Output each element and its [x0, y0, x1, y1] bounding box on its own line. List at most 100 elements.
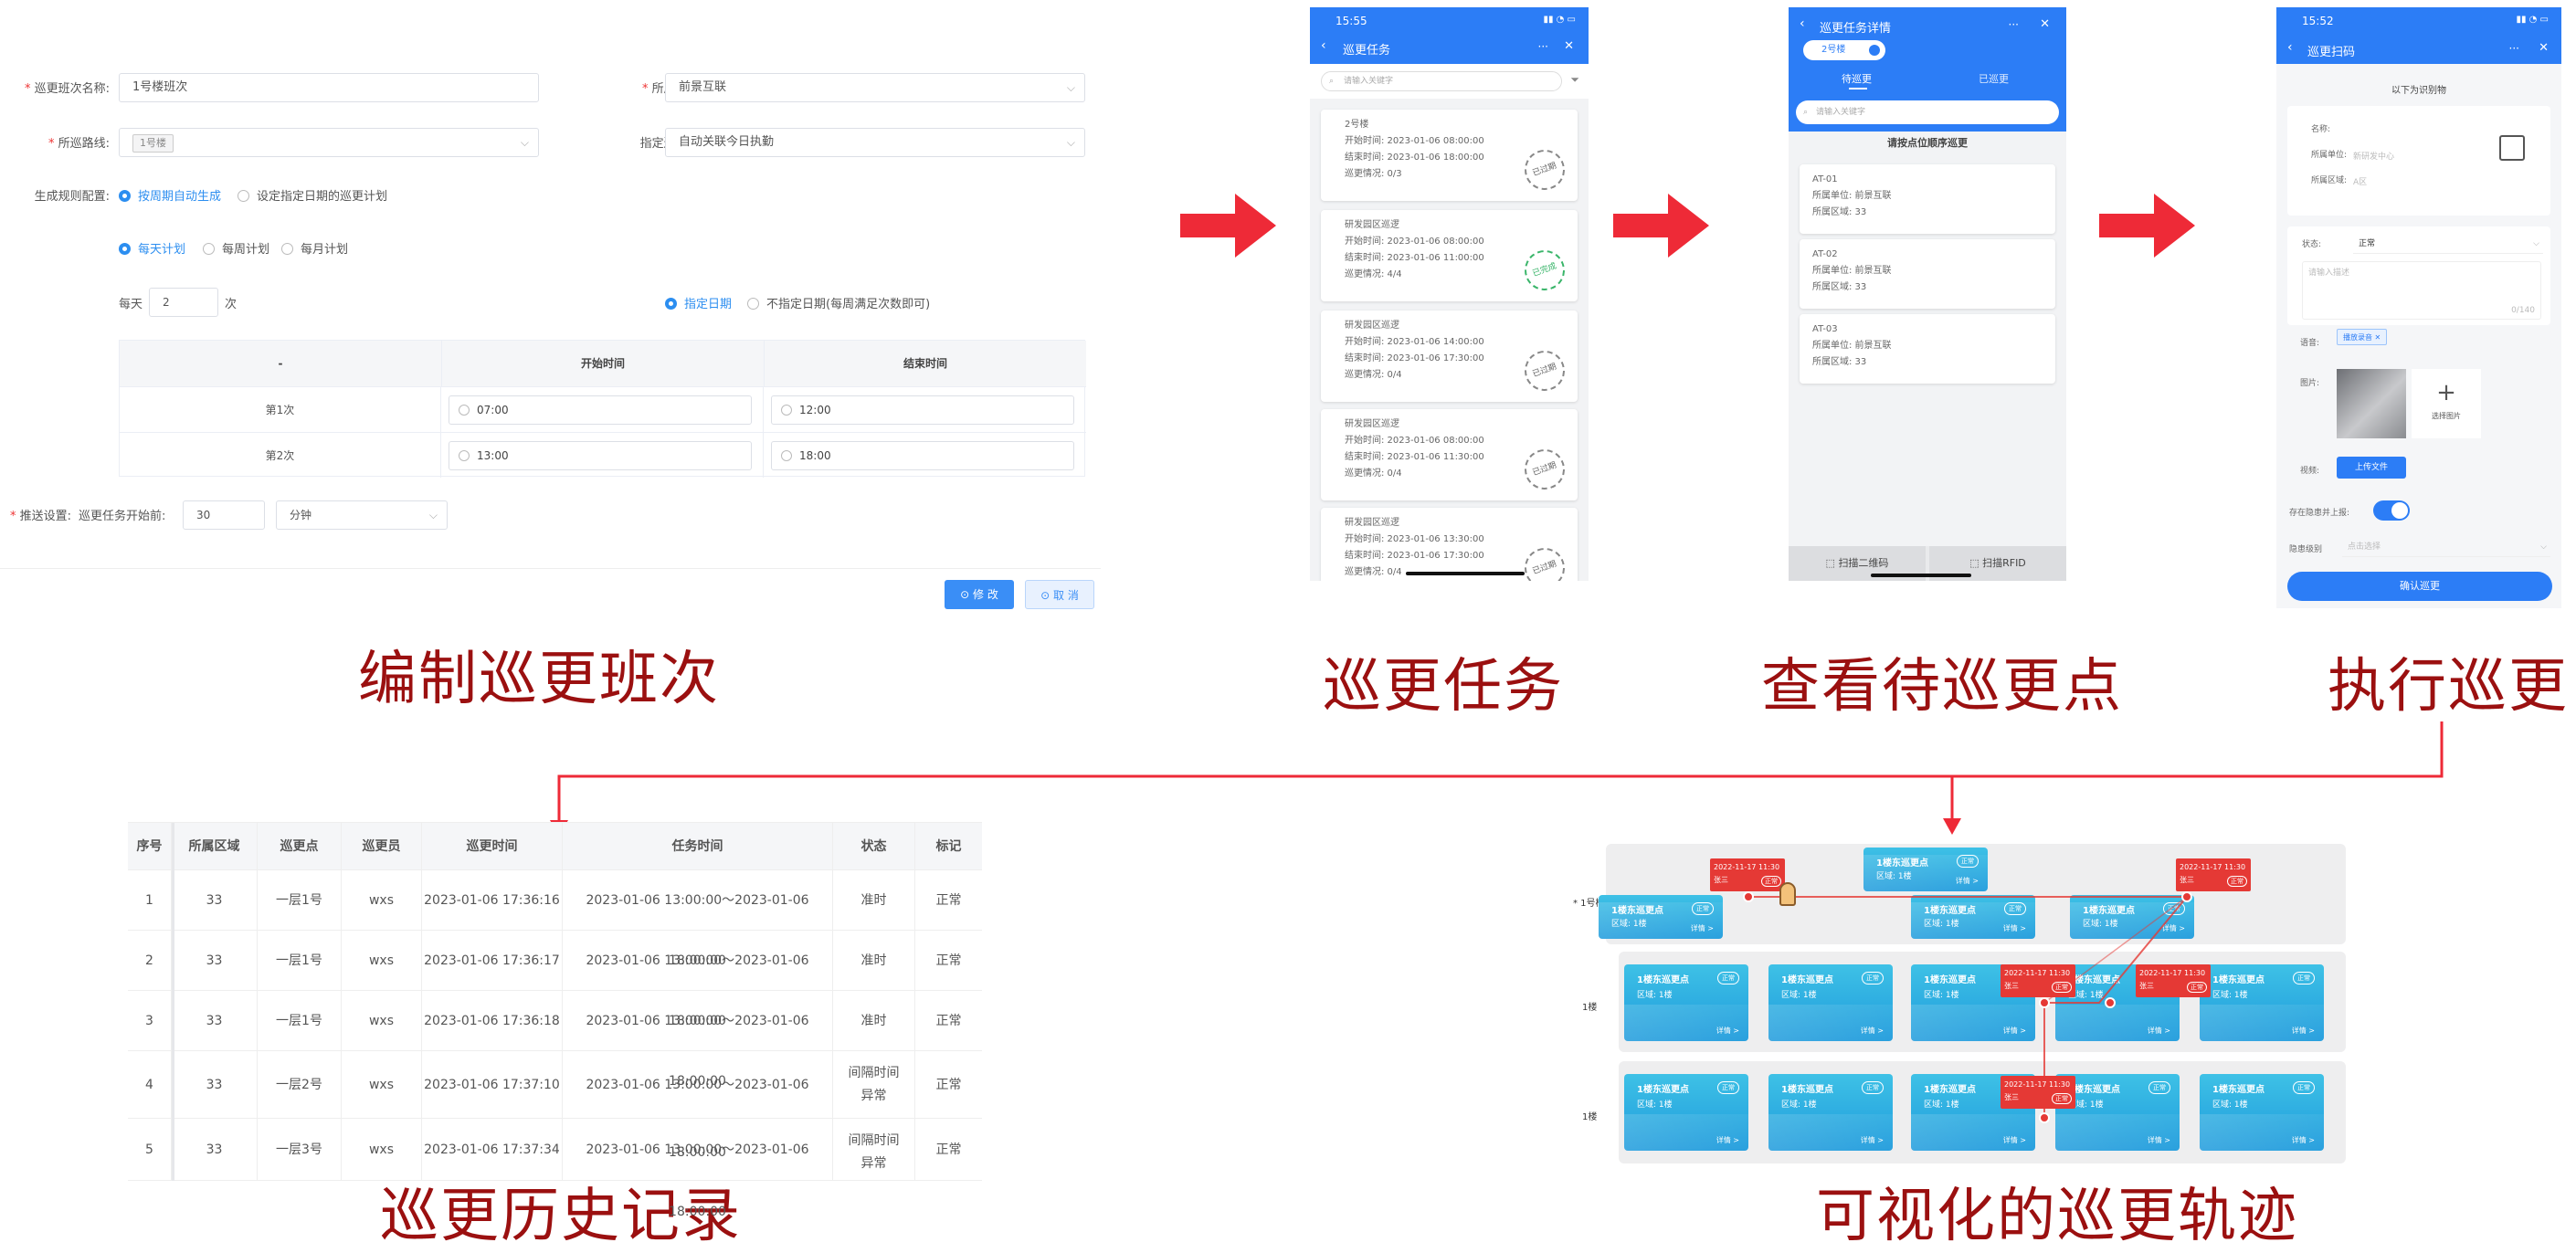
caption-history: 巡更历史记录 — [380, 1183, 742, 1250]
voice-tag[interactable]: 播放录音 ✕ — [2337, 329, 2388, 345]
start-time-input[interactable]: 13:00 — [449, 441, 752, 470]
close-icon[interactable]: ✕ — [2040, 17, 2050, 31]
push-unit-select[interactable]: 分钟⌵ — [276, 500, 448, 530]
detail-link[interactable]: 详情 > — [2002, 1136, 2026, 1144]
photo-thumbnail[interactable] — [2337, 369, 2406, 438]
history-header: 序号 所属区域 巡更点 巡更员 巡更时间 任务时间 状态 标记 — [128, 823, 982, 870]
patrol-point-tile[interactable]: 1楼东巡更点区域: 1楼正常详情 > — [2070, 895, 2194, 939]
more-icon[interactable]: ··· — [2508, 42, 2519, 55]
back-icon[interactable]: ‹ — [1800, 16, 1805, 31]
task-card[interactable]: 研发园区巡逻 开始时间: 2023-01-06 14:00:00 结束时间: 2… — [1321, 311, 1578, 402]
save-button[interactable]: ⊙ 修 改 — [945, 580, 1014, 609]
task-card[interactable]: 研发园区巡逻 开始时间: 2023-01-06 08:00:00 结束时间: 2… — [1321, 210, 1578, 301]
hazard-toggle[interactable] — [2373, 500, 2410, 521]
search-input[interactable]: ⌕请输入关键字 — [1321, 71, 1562, 91]
detail-link[interactable]: 详情 > — [1716, 1027, 1739, 1035]
column-header: 所属区域 — [172, 823, 258, 870]
patrol-point-tile[interactable]: 1楼东巡更点区域: 1楼正常详情 > — [1911, 895, 2035, 939]
start-time-input[interactable]: 07:00 — [449, 395, 752, 425]
building-selector[interactable]: 2号楼 — [1803, 40, 1885, 60]
hazard-level-select[interactable]: 点击选择⌵ — [2342, 537, 2550, 557]
end-time-input[interactable]: 12:00 — [771, 395, 1074, 425]
check-in-name: 张三正常 — [2004, 1091, 2072, 1104]
cancel-button[interactable]: ⊙ 取 消 — [1025, 580, 1094, 609]
detail-link[interactable]: 详情 > — [2147, 1027, 2170, 1035]
rule-radio-date[interactable]: 设定指定日期的巡更计划 — [238, 186, 387, 204]
track-node — [2181, 891, 2192, 902]
patrol-point-tile[interactable]: 1楼东巡更点区域: 1楼正常详情 > — [1624, 964, 1748, 1041]
patrol-point-tile[interactable]: 1楼东巡更点区域: 1楼正常详情 > — [1863, 848, 1988, 891]
detail-link[interactable]: 详情 > — [1690, 924, 1714, 932]
tab-pending[interactable]: 待巡更 — [1842, 73, 1872, 85]
close-icon[interactable]: ✕ — [1564, 39, 1574, 53]
back-icon[interactable]: ‹ — [1321, 38, 1326, 53]
task-card[interactable]: 2号楼 开始时间: 2023-01-06 08:00:00 结束时间: 2023… — [1321, 110, 1578, 201]
shift-name-input[interactable]: 1号楼班次 — [119, 73, 539, 102]
search-icon: ⌕ — [1803, 108, 1809, 117]
point-area: 区域: 1楼 — [2212, 991, 2248, 1000]
end-time-input[interactable]: 18:00 — [771, 441, 1074, 470]
push-minutes-input[interactable]: 30 — [183, 500, 265, 530]
detail-link[interactable]: 详情 > — [1860, 1027, 1884, 1035]
back-icon[interactable]: ‹ — [2287, 40, 2293, 55]
chevron-down-icon: ⌵ — [428, 509, 438, 521]
task-card[interactable]: 研发园区巡逻 开始时间: 2023-01-06 08:00:00 结束时间: 2… — [1321, 409, 1578, 500]
patrol-point-tile[interactable]: 1楼东巡更点区域: 1楼正常详情 > — [1599, 895, 1723, 939]
point-unit: 所属单位: 前景互联 — [1812, 341, 1892, 351]
more-icon[interactable]: ··· — [1537, 40, 1548, 53]
rule-radio-cycle[interactable]: 按周期自动生成 — [119, 186, 221, 204]
close-icon[interactable]: ✕ — [2374, 333, 2381, 342]
task-card[interactable]: 研发园区巡逻 开始时间: 2023-01-06 13:30:00 结束时间: 2… — [1321, 508, 1578, 581]
skyline-decoration — [1911, 1114, 2035, 1151]
upload-file-button[interactable]: 上传文件 — [2337, 457, 2406, 479]
date-radio-unspecified[interactable]: 不指定日期(每周满足次数即可) — [747, 294, 930, 311]
detail-link[interactable]: 详情 > — [2291, 1136, 2315, 1144]
filter-icon[interactable]: ⏷ — [1570, 73, 1579, 86]
patrol-point-tile[interactable]: 1楼东巡更点区域: 1楼正常详情 > — [2055, 1074, 2180, 1151]
detail-link[interactable]: 详情 > — [2291, 1027, 2315, 1035]
signal-icon: ▮▮ ◔ ▭ — [1543, 15, 1576, 25]
close-icon[interactable]: ✕ — [2539, 41, 2549, 55]
route-select[interactable]: 1号楼⌵ — [119, 128, 539, 157]
status-select[interactable]: 正常⌵ — [2353, 234, 2543, 254]
scan-icon[interactable] — [2499, 135, 2525, 161]
point-card[interactable]: AT-01 所属单位: 前景互联 所属区域: 33 — [1800, 164, 2055, 234]
date-radio-specified[interactable]: 指定日期 — [665, 294, 732, 311]
detail-link[interactable]: 详情 > — [2161, 924, 2185, 932]
skyline-decoration — [1863, 855, 1988, 891]
search-input[interactable]: ⌕请输入关键字 — [1796, 100, 2059, 124]
patrol-point-tile[interactable]: 1楼东巡更点区域: 1楼正常详情 > — [2200, 1074, 2324, 1151]
detail-link[interactable]: 详情 > — [2147, 1136, 2170, 1144]
unit-select[interactable]: 前景互联⌵ — [665, 73, 1085, 102]
per-day-input[interactable]: 2 — [149, 288, 218, 317]
tab-done[interactable]: 已巡更 — [1979, 73, 2009, 85]
patroller-select[interactable]: 自动关联今日执勤⌵ — [665, 128, 1085, 157]
plan-radio-weekly[interactable]: 每周计划 — [203, 239, 269, 257]
detail-link[interactable]: 详情 > — [2002, 1027, 2026, 1035]
more-icon[interactable]: ··· — [2008, 18, 2019, 31]
patrol-point-tile[interactable]: 1楼东巡更点区域: 1楼正常详情 > — [2200, 964, 2324, 1041]
patrol-point-tile[interactable]: 1楼东巡更点区域: 1楼正常详情 > — [1768, 964, 1893, 1041]
select-image-button[interactable]: +选择图片 — [2412, 369, 2481, 438]
point-card[interactable]: AT-02 所属单位: 前景互联 所属区域: 33 — [1800, 239, 2055, 309]
plan-radio-monthly[interactable]: 每月计划 — [281, 239, 348, 257]
detail-link[interactable]: 详情 > — [1955, 877, 1979, 885]
point-card[interactable]: AT-03 所属单位: 前景互联 所属区域: 33 — [1800, 314, 2055, 384]
confirm-patrol-button[interactable]: 确认巡更 — [2287, 572, 2552, 601]
plan-radio-daily[interactable]: 每天计划 — [119, 239, 185, 257]
detail-link[interactable]: 详情 > — [1716, 1136, 1739, 1144]
detail-link[interactable]: 详情 > — [1860, 1136, 1884, 1144]
patrol-point-tile[interactable]: 1楼东巡更点区域: 1楼正常详情 > — [1624, 1074, 1748, 1151]
patrol-point-tile[interactable]: 1楼东巡更点区域: 1楼正常详情 > — [1768, 1074, 1893, 1151]
detail-link[interactable]: 详情 > — [2002, 924, 2026, 932]
